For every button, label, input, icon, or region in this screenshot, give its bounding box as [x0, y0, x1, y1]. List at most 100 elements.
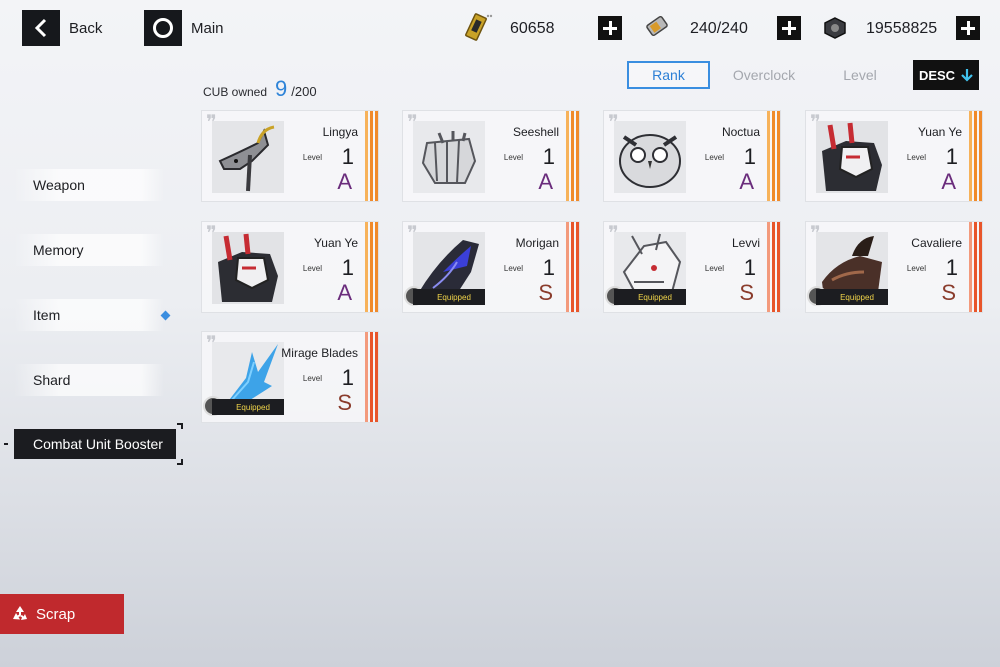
- cub-card-morigan[interactable]: ❞ Equipped Morigan Level 1 S: [402, 221, 580, 313]
- new-indicator-icon: [160, 310, 171, 321]
- cub-level: 1: [743, 255, 756, 280]
- cub-name: Seeshell: [512, 125, 559, 139]
- back-label: Back: [69, 19, 103, 37]
- resource-battery-value: 240/240: [690, 20, 748, 37]
- cub-level: 1: [945, 144, 958, 169]
- sidebar-item-label: Combat Unit Booster: [33, 436, 163, 452]
- rank-stripes: [968, 222, 982, 312]
- cub-card-yuan-ye-2[interactable]: ❞ Yuan Ye Level 1 A: [201, 221, 379, 313]
- equipped-badge: Equipped: [614, 289, 686, 305]
- sort-order-label: DESC: [918, 67, 956, 83]
- cub-name: Lingya: [322, 125, 358, 139]
- noctua-portrait-icon: [614, 121, 686, 193]
- add-stamina-button[interactable]: [598, 16, 622, 40]
- gold-card-icon: [465, 13, 493, 41]
- level-label: Level: [302, 153, 322, 162]
- sidebar-item-item[interactable]: Item: [14, 299, 171, 331]
- rank-stripes: [968, 111, 982, 201]
- cub-owned-counter: CUB owned 9 /200: [203, 76, 317, 102]
- cub-rank: S: [739, 280, 754, 305]
- cub-level: 1: [341, 144, 354, 169]
- cub-rank: A: [739, 169, 754, 194]
- resource-credits-value: 19558825: [866, 20, 938, 37]
- level-label: Level: [704, 153, 724, 162]
- cub-card-yuan-ye[interactable]: ❞ Yuan Ye Level 1 A: [805, 110, 983, 202]
- cub-rank: A: [538, 169, 553, 194]
- cub-name: Cavaliere: [911, 236, 962, 250]
- add-credits-button[interactable]: [956, 16, 980, 40]
- cub-name: Mirage Blades: [281, 346, 358, 360]
- sort-tab-level[interactable]: Level: [843, 67, 877, 83]
- level-label: Level: [503, 153, 523, 162]
- level-label: Level: [906, 153, 926, 162]
- rank-stripes: [766, 111, 780, 201]
- selection-bracket-icon: [177, 459, 183, 465]
- equipped-badge: Equipped: [816, 289, 888, 305]
- recycle-icon: [13, 606, 27, 620]
- sidebar-item-shard[interactable]: Shard: [14, 364, 164, 396]
- level-label: Level: [302, 374, 322, 383]
- rank-stripes: [565, 222, 579, 312]
- cub-owned-count: 9: [275, 76, 288, 101]
- cub-owned-max: /200: [291, 84, 317, 99]
- back-button[interactable]: Back: [22, 10, 102, 46]
- cub-name: Yuan Ye: [917, 125, 962, 139]
- cub-rank: S: [941, 280, 956, 305]
- quote-mark-icon: ❞: [608, 110, 619, 134]
- cub-rank: S: [337, 390, 352, 415]
- add-battery-button[interactable]: [777, 16, 801, 40]
- sidebar-item-combat-unit-booster[interactable]: Combat Unit Booster: [14, 429, 176, 459]
- cub-level: 1: [945, 255, 958, 280]
- quote-mark-icon: ❞: [407, 221, 418, 245]
- sidebar-item-weapon[interactable]: Weapon: [14, 169, 164, 201]
- cub-rank: S: [538, 280, 553, 305]
- arrow-down-icon: [961, 69, 973, 82]
- seeshell-portrait-icon: [413, 121, 485, 193]
- rank-stripes: [565, 111, 579, 201]
- sort-tab-overclock[interactable]: Overclock: [732, 67, 796, 83]
- sidebar-item-memory[interactable]: Memory: [14, 234, 164, 266]
- cub-name: Noctua: [721, 125, 760, 139]
- cub-card-cavaliere[interactable]: ❞ Equipped Cavaliere Level 1 S: [805, 221, 983, 313]
- cub-name: Levvi: [731, 236, 760, 250]
- quote-mark-icon: ❞: [407, 110, 418, 134]
- equipped-badge: Equipped: [413, 289, 485, 305]
- home-ring-icon: [144, 10, 182, 46]
- cub-card-seeshell[interactable]: ❞ Seeshell Level 1 A: [402, 110, 580, 202]
- cub-level: 1: [542, 255, 555, 280]
- yuan-ye-portrait-icon: [212, 232, 284, 304]
- battery-icon: [646, 15, 668, 37]
- yuan-ye-portrait-icon: [816, 121, 888, 193]
- sidebar-item-label: Shard: [33, 372, 71, 388]
- selection-marker-icon: [4, 443, 8, 445]
- cub-rank: A: [337, 280, 352, 305]
- resource-stamina-value: 60658: [510, 20, 555, 37]
- sort-order-button[interactable]: DESC: [913, 60, 979, 90]
- quote-mark-icon: ❞: [206, 110, 217, 134]
- rank-stripes: [364, 111, 378, 201]
- equipped-badge: Equipped: [212, 399, 284, 415]
- cub-level: 1: [341, 365, 354, 390]
- hex-coin-icon: [824, 17, 846, 39]
- cub-card-lingya[interactable]: ❞ Lingya Level 1 A: [201, 110, 379, 202]
- quote-mark-icon: ❞: [206, 221, 217, 245]
- main-button[interactable]: Main: [144, 10, 224, 46]
- cub-rank: A: [337, 169, 352, 194]
- quote-mark-icon: ❞: [608, 221, 619, 245]
- rank-stripes: [364, 222, 378, 312]
- lingya-portrait-icon: [212, 121, 284, 193]
- selection-bracket-icon: [177, 423, 183, 429]
- sort-tab-rank[interactable]: Rank: [627, 61, 710, 89]
- scrap-button[interactable]: Scrap: [0, 594, 124, 634]
- cub-owned-label: CUB owned: [203, 85, 268, 99]
- cub-card-levvi[interactable]: ❞ Equipped Levvi Level 1 S: [603, 221, 781, 313]
- rank-stripes: [364, 332, 378, 422]
- scrap-label: Scrap: [36, 605, 76, 623]
- cub-card-mirage-blades[interactable]: ❞ Equipped Mirage Blades Level 1 S: [201, 331, 379, 423]
- cub-card-noctua[interactable]: ❞ Noctua Level 1 A: [603, 110, 781, 202]
- sidebar-item-label: Item: [33, 307, 61, 323]
- level-label: Level: [906, 264, 926, 273]
- level-label: Level: [704, 264, 724, 273]
- level-label: Level: [503, 264, 523, 273]
- level-label: Level: [302, 264, 322, 273]
